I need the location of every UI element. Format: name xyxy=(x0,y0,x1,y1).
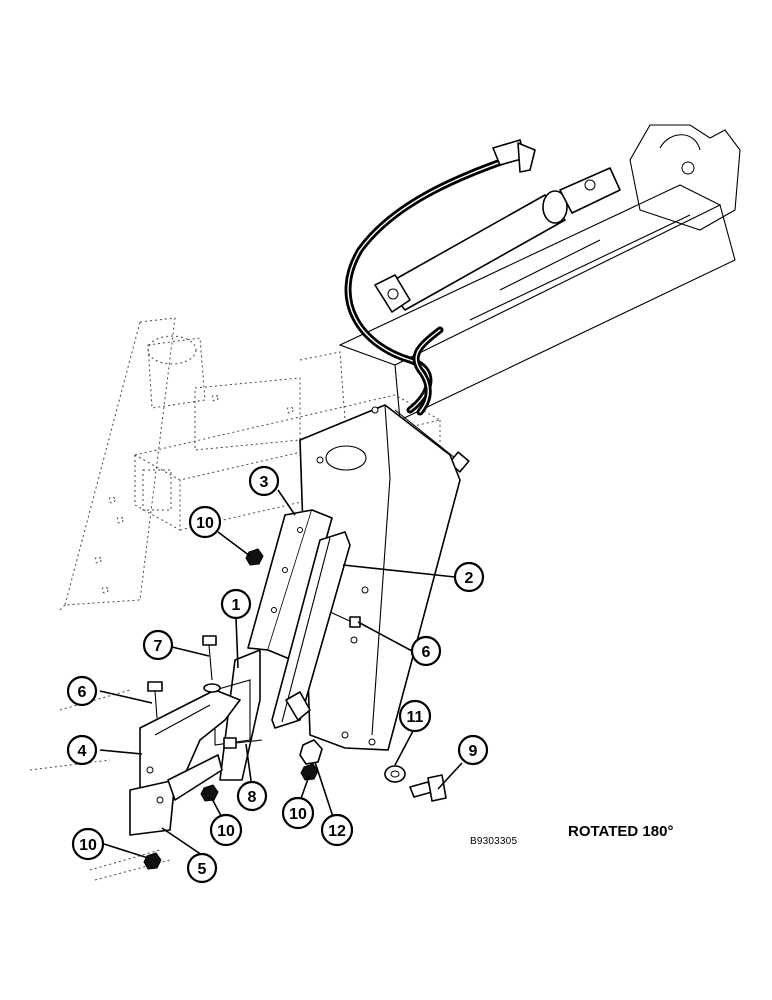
callout-6-right: 6 xyxy=(410,635,442,667)
nut-10-a xyxy=(245,548,264,566)
callout-5: 5 xyxy=(186,852,218,884)
svg-text:6: 6 xyxy=(422,644,431,661)
callout-2: 2 xyxy=(453,561,485,593)
part-4-5-bracket xyxy=(29,689,241,881)
callout-10-b: 10 xyxy=(209,813,243,847)
svg-text:7: 7 xyxy=(154,638,163,655)
svg-text:11: 11 xyxy=(407,709,424,726)
nut-12 xyxy=(299,739,323,765)
svg-text:12: 12 xyxy=(328,823,346,840)
loader-arm xyxy=(338,124,741,421)
part-2-angle-bracket xyxy=(271,531,351,729)
callout-9: 9 xyxy=(457,734,489,766)
bolt-9 xyxy=(409,774,447,802)
svg-text:8: 8 xyxy=(248,789,257,806)
callout-1: 1 xyxy=(220,588,252,620)
mounting-plate xyxy=(299,404,461,751)
callout-3: 3 xyxy=(248,465,280,497)
svg-text:2: 2 xyxy=(465,570,474,587)
bolt-7 xyxy=(202,635,221,693)
svg-text:10: 10 xyxy=(79,837,97,854)
washer-11 xyxy=(384,765,406,783)
nut-10-d xyxy=(143,852,162,870)
svg-text:10: 10 xyxy=(196,515,214,532)
callout-11: 11 xyxy=(398,699,432,733)
callout-8: 8 xyxy=(236,780,268,812)
drawing-code: B9303305 xyxy=(470,836,518,847)
rotated-note: ROTATED 180° xyxy=(568,823,674,840)
svg-text:9: 9 xyxy=(469,743,478,760)
svg-text:6: 6 xyxy=(78,684,87,701)
svg-text:1: 1 xyxy=(232,597,241,614)
callout-10-d: 10 xyxy=(71,827,105,861)
callout-10-c: 10 xyxy=(281,796,315,830)
part-3-angle-bracket xyxy=(247,509,333,661)
svg-text:10: 10 xyxy=(289,806,307,823)
callout-12: 12 xyxy=(320,813,354,847)
hydraulic-hoses xyxy=(344,139,536,416)
callout-6-left: 6 xyxy=(66,675,98,707)
callout-10-a: 10 xyxy=(188,505,222,539)
leader-lines xyxy=(99,489,463,859)
ghost-frame-plate xyxy=(59,317,176,611)
nut-10-b xyxy=(200,784,219,802)
svg-text:4: 4 xyxy=(78,743,87,760)
bolt-6-right xyxy=(329,611,361,628)
svg-text:3: 3 xyxy=(260,474,269,491)
nut-10-c xyxy=(300,763,319,781)
svg-text:10: 10 xyxy=(217,823,235,840)
bolt-8 xyxy=(223,737,263,749)
hydraulic-cylinder xyxy=(374,167,621,313)
bolt-6-left xyxy=(147,681,163,719)
cross-tube-mount xyxy=(147,335,301,451)
svg-text:5: 5 xyxy=(198,861,207,878)
callout-7: 7 xyxy=(142,629,174,661)
callout-4: 4 xyxy=(66,734,98,766)
